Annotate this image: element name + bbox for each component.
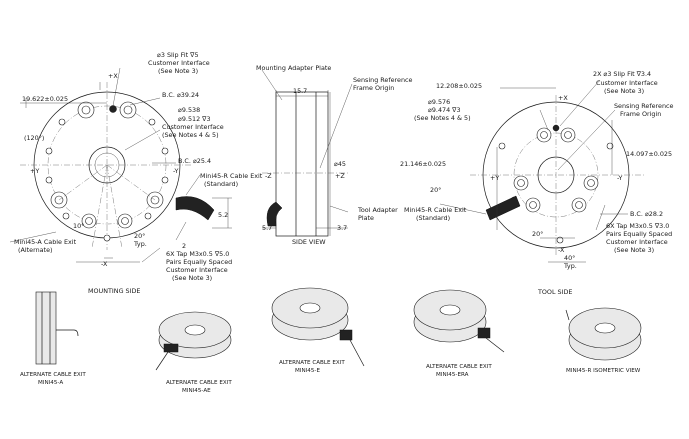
- ms-cable-exit-a-alt: (Alternate): [18, 246, 53, 254]
- ts-ang-20: 20°: [430, 186, 441, 194]
- ms-axis-px: +X: [108, 72, 118, 80]
- ts-sensing-ref-2: Frame Origin: [620, 110, 661, 118]
- side-body: [275, 91, 329, 237]
- ms-bore-iface: Customer Interface: [162, 123, 224, 131]
- ts-typ: Typ.: [563, 262, 577, 270]
- ts-axis-px: +X: [558, 94, 568, 102]
- sv-axis-nz: -Z: [265, 172, 272, 180]
- thumb-e-line1: ALTERNATE CABLE EXIT: [279, 360, 345, 366]
- ms-dim-2: 2: [182, 242, 186, 250]
- ts-slip-fit-iface: Customer Interface: [596, 79, 658, 87]
- ts-dim-y2: 14.097±0.025: [626, 150, 672, 158]
- ts-cable-exit-1: Mini45-R Cable Exit: [404, 206, 467, 214]
- ms-slip-fit: ⌀3 Slip Fit ∇5: [157, 51, 199, 59]
- thumb-ae-line1: ALTERNATE CABLE EXIT: [166, 380, 232, 386]
- ms-dim-52: 5.2: [218, 211, 228, 219]
- thumb-mini45-r-iso: [565, 307, 642, 361]
- thumb-e-line2: MINI45-E: [295, 368, 320, 374]
- ms-slip-fit-note: (See Note 3): [158, 67, 198, 75]
- ts-sensing-ref-1: Sensing Reference: [614, 102, 674, 110]
- ms-tap-4: (See Note 3): [172, 274, 212, 282]
- cable-exit-r-shape: [175, 196, 215, 221]
- side-view: [261, 69, 353, 237]
- ms-tap-2: Pairs Equally Spaced: [166, 258, 232, 266]
- sv-sensing-ref-1: Sensing Reference: [353, 76, 413, 84]
- thumb-iso-label: MINI45-R ISOMETRIC VIEW: [566, 368, 641, 374]
- ts-axis-nx: -X: [558, 246, 565, 254]
- ms-bore-2: ⌀9.512 ∇3: [178, 115, 211, 123]
- thumb-mini45-era: [413, 289, 505, 353]
- ts-tap-4: (See Note 3): [614, 246, 654, 254]
- ts-ang-40: 40°: [564, 254, 575, 262]
- sv-tool-plate-2: Plate: [358, 214, 374, 222]
- thumb-ae-line2: MINI45-AE: [182, 388, 211, 394]
- ms-dim-120: (120°): [24, 134, 44, 142]
- ts-slip-fit-note: (See Note 3): [604, 87, 644, 95]
- ms-bore-note: (See Notes 4 & 5): [162, 131, 219, 139]
- ms-cable-exit-r: Mini45-R Cable Exit: [200, 172, 263, 180]
- mounting-side-view: [9, 67, 232, 263]
- sv-axis-pz: +Z: [335, 172, 345, 180]
- thumb-mini45-a: [35, 291, 79, 365]
- ms-bore-1: ⌀9.538: [178, 106, 200, 114]
- sv-mounting-plate: Mounting Adapter Plate: [256, 64, 331, 72]
- tool-cable-exit-shape: [485, 195, 521, 221]
- ms-ang-20: 20°: [134, 232, 145, 240]
- ts-tap-1: 6X Tap M3x0.5 ∇3.0: [606, 222, 669, 230]
- slip-fit-dowel: [109, 105, 117, 113]
- ms-dim-x-offset: 19.622±0.025: [22, 95, 68, 103]
- ts-tap-3: Customer Interface: [606, 238, 668, 246]
- ms-cable-exit-a: Mini45-A Cable Exit: [14, 238, 77, 246]
- ts-slip-fit: 2X ⌀3 Slip Fit ∇3.4: [593, 70, 651, 78]
- tool-bolt-circle: [513, 132, 599, 218]
- sv-tool-plate-1: Tool Adapter: [357, 206, 398, 214]
- sv-dim-45: ⌀45: [334, 160, 346, 168]
- ts-bc: B.C. ⌀28.2: [630, 210, 663, 218]
- sv-dim-37: 3.7: [337, 224, 347, 232]
- ms-bc-inner: B.C. ⌀25.4: [178, 157, 211, 165]
- ts-axis-py: +Y: [490, 174, 499, 182]
- ts-ang-20b: 20°: [532, 230, 543, 238]
- thumb-a-line2: MINI45-A: [38, 380, 63, 386]
- side-cable-exit: [266, 201, 283, 227]
- ts-tap-2: Pairs Equally Spaced: [606, 230, 672, 238]
- sv-title: SIDE VIEW: [292, 238, 326, 246]
- thumb-era-line1: ALTERNATE CABLE EXIT: [426, 364, 492, 370]
- ms-ang-10: 10°: [73, 222, 84, 230]
- ts-dim-x: 12.208±0.025: [436, 82, 482, 90]
- thumb-era-line2: MINI45-ERA: [436, 372, 469, 378]
- ts-axis-ny: -Y: [617, 174, 623, 182]
- ms-typ: Typ.: [133, 240, 147, 248]
- ts-cable-exit-2: (Standard): [416, 214, 450, 222]
- ms-axis-nx: -X: [101, 260, 108, 268]
- ts-bore-note: (See Notes 4 & 5): [414, 114, 471, 122]
- ts-title: TOOL SIDE: [537, 288, 572, 296]
- ms-tap-1: 6X Tap M3x0.5 ∇5.0: [166, 250, 229, 258]
- ms-slip-fit-iface: Customer Interface: [148, 59, 210, 67]
- ms-bc-outer: B.C. ⌀39.24: [162, 91, 199, 99]
- sv-dim-157: 15.7: [293, 87, 307, 95]
- ts-dim-y: 21.146±0.025: [400, 160, 446, 168]
- ms-axis-ny: -Y: [173, 167, 179, 175]
- ts-bore-2: ⌀9.474 ∇3: [428, 106, 461, 114]
- sv-dim-57: 5.7: [262, 224, 272, 232]
- thumb-mini45-e: [271, 287, 365, 367]
- thumb-a-line1: ALTERNATE CABLE EXIT: [20, 372, 86, 378]
- ms-title: MOUNTING SIDE: [88, 287, 140, 295]
- ms-tap-3: Customer Interface: [166, 266, 228, 274]
- sv-sensing-ref-2: Frame Origin: [353, 84, 394, 92]
- tool-holes: [498, 124, 614, 244]
- tool-side-view: [439, 79, 646, 263]
- ms-axis-py: +Y: [30, 167, 39, 175]
- thumb-mini45-ae: [155, 311, 232, 371]
- ts-bore-1: ⌀9.576: [428, 98, 450, 106]
- ms-cable-exit-r-std: (Standard): [204, 180, 238, 188]
